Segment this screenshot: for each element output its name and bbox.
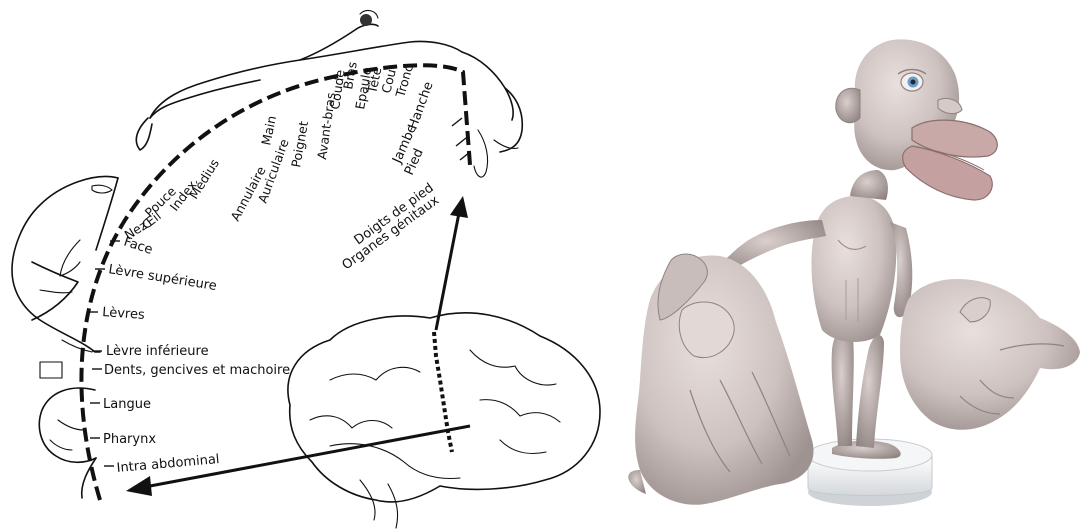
brain-drawing (288, 313, 600, 528)
homunculus-face-drawing (12, 177, 118, 498)
label-intra-abdominal: Intra abdominal (116, 452, 220, 476)
label-wrist: Poignet (288, 120, 311, 169)
label-teeth-gums-jaw: Dents, gencives et machoire (104, 363, 290, 378)
label-lower-lip: Lèvre inférieure (106, 344, 209, 359)
homunculus-sculpture (628, 39, 1080, 506)
label-face: Face (122, 235, 155, 258)
label-forearm: Avant-bras (314, 92, 338, 161)
cortex-diagram: Doigts de pied Organes génitaux Pied Jam… (12, 11, 600, 528)
label-tongue: Langue (103, 397, 151, 412)
label-hip: Hanche (406, 80, 437, 132)
label-upper-lip: Lèvre supérieure (107, 262, 217, 294)
label-pharynx: Pharynx (103, 432, 156, 447)
label-lips: Lèvres (102, 305, 146, 323)
